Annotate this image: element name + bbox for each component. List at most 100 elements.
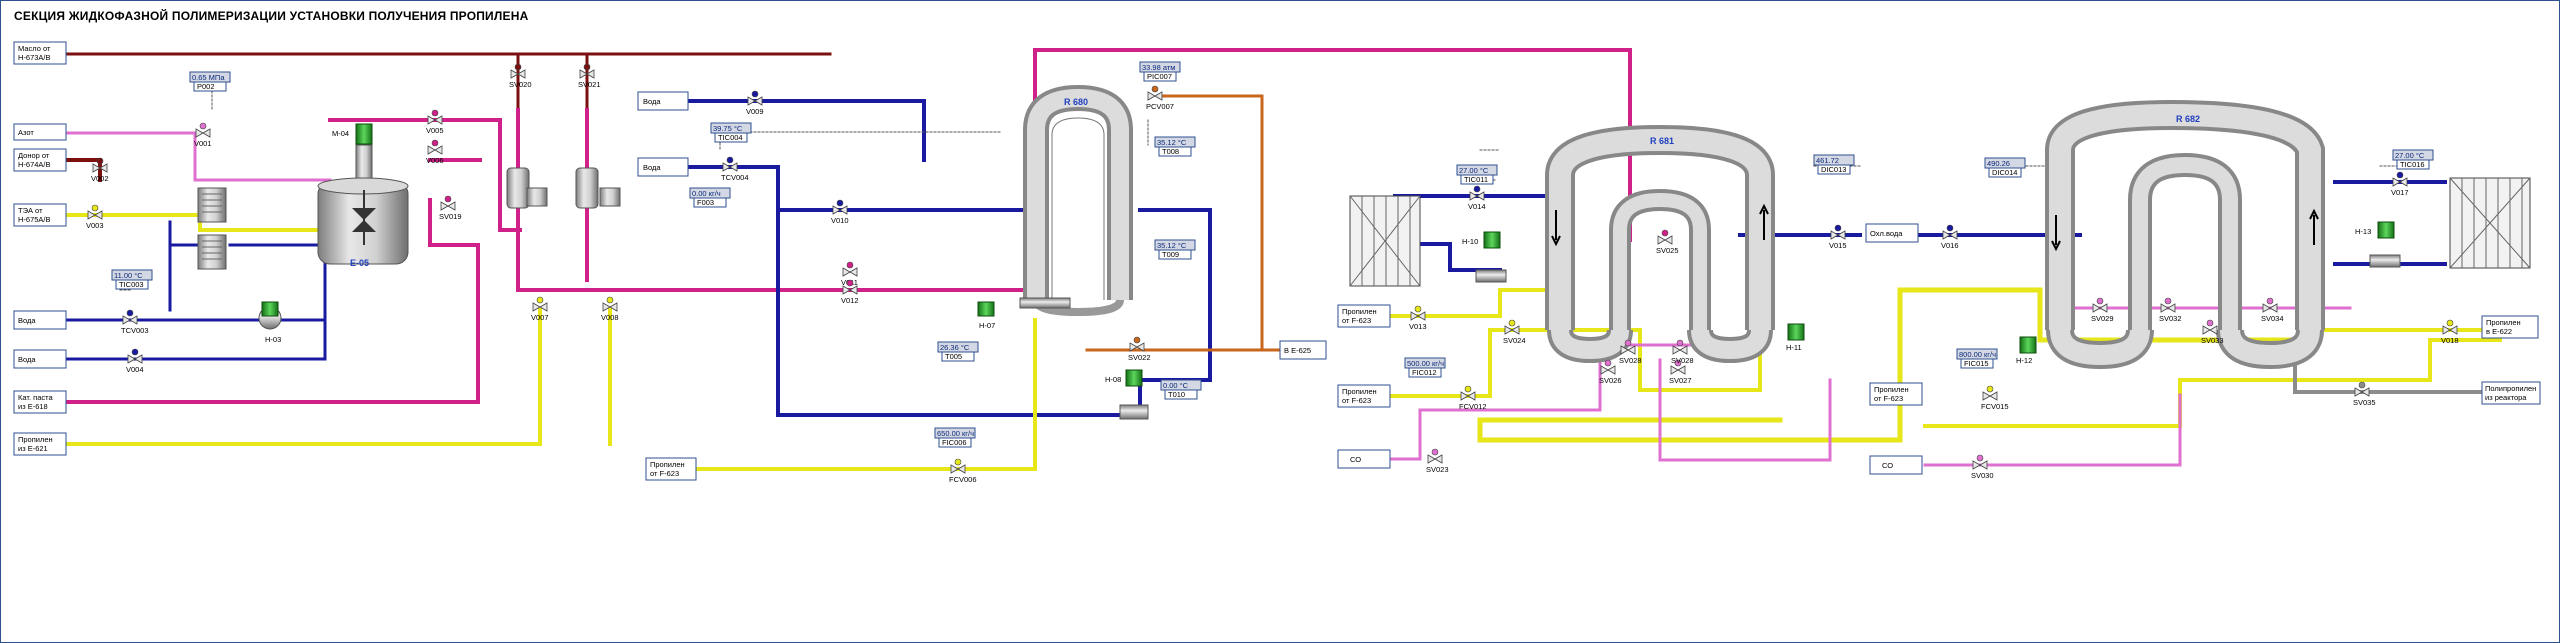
valve-sv027-actuator[interactable] — [1674, 359, 1682, 367]
valve-fcv015-actuator[interactable] — [1986, 385, 1994, 393]
valve-sv030-body[interactable] — [1972, 460, 1988, 470]
pump-h13[interactable]: Н-13 — [2355, 221, 2401, 268]
valve-sv027-body[interactable] — [1670, 365, 1686, 375]
valve-v008-body[interactable] — [602, 302, 618, 312]
valve-tcv003-actuator[interactable] — [126, 309, 134, 317]
valve-sv035-actuator[interactable] — [2358, 381, 2366, 389]
valve-v012-actuator[interactable] — [846, 279, 854, 287]
source-nitrogen[interactable]: Азот — [13, 123, 67, 141]
reactor-r681[interactable]: R 681 — [1545, 124, 1775, 364]
valve-sv032-actuator[interactable] — [2164, 297, 2172, 305]
valve-sv023[interactable]: SV023 — [1426, 448, 1449, 474]
valve-sv035-body[interactable] — [2354, 387, 2370, 397]
valve-v007[interactable]: V007 — [531, 296, 549, 322]
valve-sv034-body[interactable] — [2262, 303, 2278, 313]
valve-sv028a-body[interactable] — [1620, 345, 1636, 355]
valve-sv024-body[interactable] — [1504, 325, 1520, 335]
valve-sv033[interactable]: SV033 — [2201, 319, 2224, 345]
air-cooler-right[interactable] — [2449, 177, 2531, 269]
valve-v002[interactable]: V002 — [91, 157, 109, 183]
valve-v017-actuator[interactable] — [2396, 171, 2404, 179]
source-propylene-4[interactable]: Пропилен от F-623 — [1337, 384, 1391, 408]
valve-fcv006-body[interactable] — [950, 464, 966, 474]
valve-tcv003[interactable]: TCV003 — [121, 309, 149, 335]
vessel-e05[interactable]: Е-05 — [317, 144, 409, 268]
valve-v008-actuator[interactable] — [606, 296, 614, 304]
pump-h07[interactable]: Н-07 — [977, 301, 995, 330]
valve-sv028a-actuator[interactable] — [1624, 339, 1632, 347]
valve-sv027[interactable]: SV027 — [1669, 359, 1692, 385]
valve-v002-body[interactable] — [92, 163, 108, 173]
dest-polypropylene[interactable]: Полипропилен из реактора — [2481, 381, 2541, 405]
dest-propylene-e622[interactable]: Пропилен в Е-622 — [2481, 315, 2539, 339]
valve-v007-actuator[interactable] — [536, 296, 544, 304]
valve-fcv012[interactable]: FCV012 — [1459, 385, 1487, 411]
valve-fcv012-actuator[interactable] — [1464, 385, 1472, 393]
valve-v006-actuator[interactable] — [431, 139, 439, 147]
source-donor[interactable]: Донор от Н-674А/В — [13, 148, 67, 172]
valve-v015-body[interactable] — [1830, 230, 1846, 240]
valve-v004-body[interactable] — [127, 354, 143, 364]
valve-sv030-actuator[interactable] — [1976, 454, 1984, 462]
valve-v009-body[interactable] — [747, 96, 763, 106]
valve-tcv003-body[interactable] — [122, 315, 138, 325]
valve-v003-actuator[interactable] — [91, 204, 99, 212]
valve-sv032[interactable]: SV032 — [2159, 297, 2182, 323]
valve-v005[interactable]: V005 — [426, 109, 444, 135]
source-tea[interactable]: ТЭА от Н-675А/В — [13, 203, 67, 227]
motor-m04[interactable]: М-04 — [332, 123, 373, 145]
valve-sv034-actuator[interactable] — [2266, 297, 2274, 305]
source-oil[interactable]: Масло от Н-673А/В — [13, 41, 67, 65]
valve-v001[interactable]: V001 — [194, 122, 212, 148]
valve-v001-actuator[interactable] — [199, 122, 207, 130]
pump-h10[interactable]: Н-10 — [1462, 231, 1507, 283]
valve-pcv007-actuator[interactable] — [1151, 85, 1159, 93]
valve-tcv004-body[interactable] — [722, 162, 738, 172]
valve-sv033-actuator[interactable] — [2206, 319, 2214, 327]
valve-v011-actuator[interactable] — [846, 261, 854, 269]
valve-v017[interactable]: V017 — [2391, 171, 2409, 197]
valve-sv026-body[interactable] — [1600, 365, 1616, 375]
valve-sv030[interactable]: SV030 — [1971, 454, 1994, 480]
valve-v003-body[interactable] — [87, 210, 103, 220]
valve-v010[interactable]: V010 — [831, 199, 849, 225]
valve-v002-actuator[interactable] — [96, 157, 104, 165]
source-water-4[interactable]: Вода — [637, 157, 689, 177]
source-co-2[interactable]: СО — [1869, 455, 1923, 475]
valve-sv022[interactable]: SV022 — [1128, 336, 1151, 362]
valve-sv032-body[interactable] — [2160, 303, 2176, 313]
valve-v018[interactable]: V018 — [2441, 319, 2459, 345]
exchanger-top[interactable] — [197, 187, 227, 223]
source-propylene-1[interactable]: Пропилен из Е-621 — [13, 432, 67, 456]
valve-v001-body[interactable] — [195, 128, 211, 138]
valve-v012-body[interactable] — [842, 285, 858, 295]
valve-v009[interactable]: V009 — [746, 90, 764, 116]
valve-sv019[interactable]: SV019 — [439, 195, 462, 221]
valve-sv021-actuator[interactable] — [583, 63, 591, 71]
valve-sv022-actuator[interactable] — [1133, 336, 1141, 344]
valve-v004-actuator[interactable] — [131, 348, 139, 356]
source-catpaste[interactable]: Кат. паста из Е-618 — [13, 390, 67, 414]
valve-v009-actuator[interactable] — [751, 90, 759, 98]
valve-v013-actuator[interactable] — [1414, 305, 1422, 313]
valve-v011-body[interactable] — [842, 267, 858, 277]
valve-v018-actuator[interactable] — [2446, 319, 2454, 327]
valve-sv034[interactable]: SV034 — [2261, 297, 2284, 323]
reactor-r680[interactable]: R 680 — [1019, 84, 1133, 317]
dosing-vessel-2[interactable] — [575, 167, 621, 209]
valve-v014[interactable]: V014 — [1468, 185, 1486, 211]
valve-v013-body[interactable] — [1410, 311, 1426, 321]
reactor-r682[interactable]: R 682 — [2045, 99, 2325, 370]
valve-v015[interactable]: V015 — [1829, 224, 1847, 250]
